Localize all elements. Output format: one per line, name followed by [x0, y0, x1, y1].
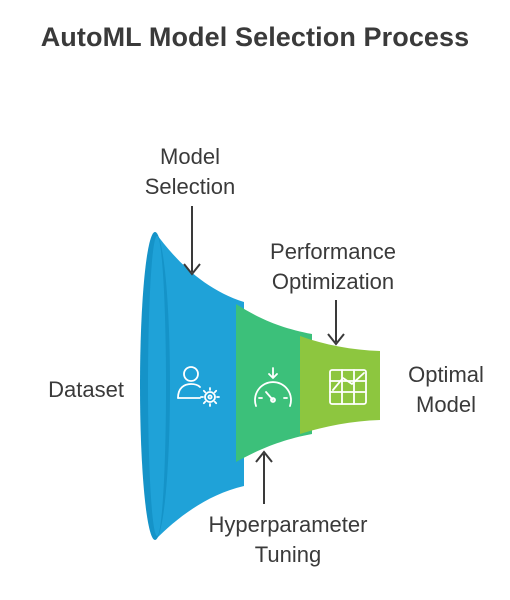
optimal-label-line1: Optimal	[408, 362, 484, 387]
hyperparameter-tuning-label: Hyperparameter Tuning	[178, 510, 398, 570]
optimal-label-line2: Model	[416, 392, 476, 417]
diagram-title: AutoML Model Selection Process	[40, 22, 470, 52]
dataset-label: Dataset	[20, 375, 124, 405]
performance-label-line1: Performance	[270, 239, 396, 264]
performance-optimization-stage	[300, 336, 380, 434]
arrow-model-selection	[183, 206, 201, 276]
arrow-hyperparameter	[255, 450, 273, 504]
model-selection-label-line2: Selection	[144, 174, 236, 199]
user-gear-icon	[177, 366, 220, 407]
dataset-label-text: Dataset	[48, 377, 124, 402]
performance-optimization-label: Performance Optimization	[248, 237, 418, 297]
hyperparameter-label-line1: Hyperparameter	[208, 512, 368, 537]
performance-label-line2: Optimization	[271, 269, 395, 294]
speedometer-icon	[254, 367, 292, 407]
model-selection-label-line1: Model	[160, 144, 220, 169]
chart-grid-icon	[329, 369, 367, 405]
optimal-model-label: Optimal Model	[396, 360, 496, 420]
model-selection-label: Model Selection	[120, 142, 260, 202]
hyperparameter-label-line2: Tuning	[254, 542, 322, 567]
arrow-performance	[327, 300, 345, 346]
funnel-rim-inner	[148, 236, 166, 536]
